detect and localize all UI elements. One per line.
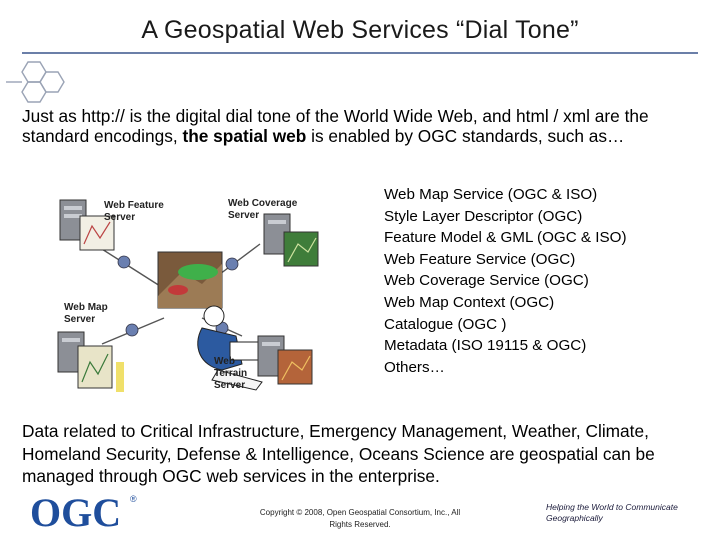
wms-label-line1: Web Map bbox=[64, 302, 108, 313]
copyright-line: Rights Reserved. bbox=[329, 520, 391, 529]
tagline: Helping the World to Communicate Geograp… bbox=[546, 502, 706, 524]
intro-paragraph: Just as http:// is the digital dial tone… bbox=[22, 106, 702, 146]
ogc-logo: OGC ® bbox=[30, 490, 137, 532]
3d-terrain-map-icon bbox=[157, 251, 223, 309]
standard-item: Web Map Service (OGC & ISO) bbox=[384, 186, 598, 203]
intro-text-end: is enabled by OGC standards, such as… bbox=[306, 126, 625, 146]
standard-item: Web Feature Service (OGC) bbox=[384, 250, 576, 268]
tagline-line: Helping the World to Communicate bbox=[546, 502, 678, 512]
standard-item: Others… bbox=[384, 358, 445, 376]
standard-item: Web Coverage Service (OGC) bbox=[384, 272, 589, 290]
standard-item: Catalogue (OGC ) bbox=[384, 315, 507, 333]
copyright-notice: Copyright © 2008, Open Geospatial Consor… bbox=[240, 507, 480, 531]
wts-label-line1: Web bbox=[214, 356, 235, 367]
standard-item: Metadata (ISO 19115 & OGC) bbox=[384, 337, 587, 355]
web-terrain-server-icon bbox=[257, 335, 313, 385]
slide-title: A Geospatial Web Services “Dial Tone” bbox=[141, 16, 579, 44]
standard-item: Style Layer Descriptor (OGC) bbox=[384, 207, 583, 225]
web-coverage-server-icon bbox=[263, 213, 319, 267]
standard-item: Web Map Context (OGC) bbox=[384, 293, 555, 311]
wts-label-line3: Server bbox=[214, 380, 245, 391]
wfs-label-line1: Web Feature bbox=[104, 200, 164, 211]
wfs-label-line2: Server bbox=[104, 212, 135, 223]
ogc-logo-text: OGC bbox=[30, 490, 121, 532]
wms-label-line2: Server bbox=[64, 314, 95, 325]
tagline-line: Geographically bbox=[546, 513, 603, 523]
standard-item: Feature Model & GML (OGC & ISO) bbox=[384, 229, 627, 247]
intro-text-start: Just as http:// is the digital dial tone… bbox=[22, 106, 649, 146]
wcs-label-line2: Server bbox=[228, 210, 259, 221]
wts-label-line2: Terrain bbox=[214, 368, 247, 379]
registered-mark: ® bbox=[130, 494, 137, 504]
standards-list: Web Map Service (OGC & ISO) Style Layer … bbox=[384, 184, 704, 378]
web-feature-server-icon bbox=[59, 199, 115, 251]
hexagon-decoration-icon bbox=[6, 61, 65, 103]
copyright-line: Copyright © 2008, Open Geospatial Consor… bbox=[259, 508, 461, 517]
closing-paragraph: Data related to Critical Infrastructure,… bbox=[22, 421, 655, 486]
user-at-computer-icon bbox=[197, 305, 263, 391]
web-services-diagram: Web Feature Server Web Coverage Server W… bbox=[57, 198, 319, 392]
intro-bold-phrase: the spatial web bbox=[182, 126, 307, 146]
wcs-label-line1: Web Coverage bbox=[228, 198, 298, 209]
title-divider bbox=[22, 52, 698, 54]
web-map-server-icon bbox=[57, 331, 124, 392]
